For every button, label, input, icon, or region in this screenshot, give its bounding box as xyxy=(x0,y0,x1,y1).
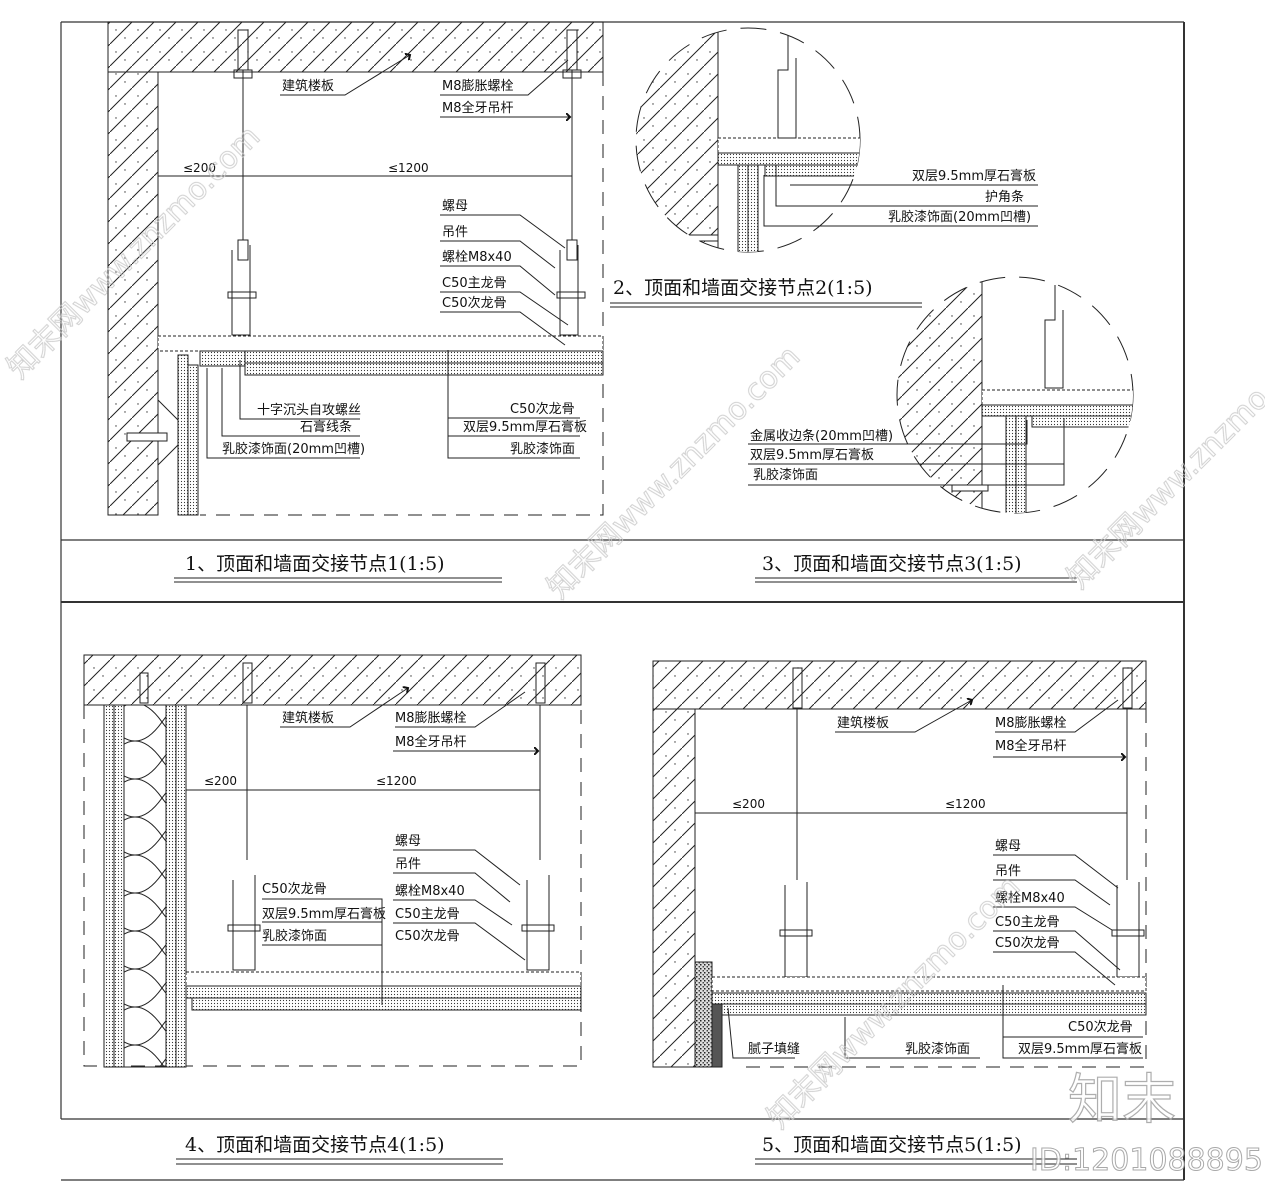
label-bolt-m8x40: 螺栓M8x40 xyxy=(442,250,512,265)
label-hanger-clip: 吊件 xyxy=(995,864,1021,879)
label-m8-expansion-bolt: M8膨胀螺栓 xyxy=(395,711,467,726)
watermark-site: 知末网www.znzmo.com xyxy=(1061,329,1265,595)
dim-1200: ≤1200 xyxy=(376,774,417,788)
label-c50-main-keel: C50主龙骨 xyxy=(995,915,1060,930)
label-c50-secondary-keel: C50次龙骨 xyxy=(442,295,507,311)
detail-2: 双层9.5mm厚石膏板 护角条 乳胶漆饰面(20mm凹槽) 2、顶面和墙面交接节… xyxy=(610,27,1038,308)
label-building-slab: 建筑楼板 xyxy=(282,710,334,726)
label-c50-main-keel: C50主龙骨 xyxy=(442,276,507,291)
label-c50-secondary-keel-2: C50次龙骨 xyxy=(510,401,575,417)
dim-1200: ≤1200 xyxy=(388,161,429,175)
label-hanger-clip: 吊件 xyxy=(442,225,468,240)
label-c50-secondary-keel: C50次龙骨 xyxy=(995,935,1060,951)
label-nut: 螺母 xyxy=(995,839,1021,854)
dim-200: ≤200 xyxy=(204,774,237,788)
detail-1-title: 1、顶面和墙面交接节点1(1:5) xyxy=(185,553,445,575)
detail-2-title: 2、顶面和墙面交接节点2(1:5) xyxy=(613,277,873,299)
label-building-slab: 建筑楼板 xyxy=(837,715,889,731)
label-latex-paint-groove: 乳胶漆饰面(20mm凹槽) xyxy=(222,441,365,457)
label-latex-paint: 乳胶漆饰面 xyxy=(753,467,818,483)
detail-4-title: 4、顶面和墙面交接节点4(1:5) xyxy=(185,1134,445,1156)
label-m8-expansion-bolt: M8膨胀螺栓 xyxy=(442,79,514,94)
detail-1: ≤200 ≤1200 建筑楼板 M8膨胀螺栓 M8全牙吊杆 螺母 吊件 螺栓M8… xyxy=(107,21,604,583)
label-gypsum-molding: 石膏线条 xyxy=(300,419,352,435)
label-latex-paint-groove: 乳胶漆饰面(20mm凹槽) xyxy=(888,209,1031,225)
label-c50-secondary-keel-bottom: C50次龙骨 xyxy=(1068,1019,1133,1035)
label-c50-main-keel: C50主龙骨 xyxy=(395,907,460,922)
bottom-left-labels: 十字沉头自攻螺丝 石膏线条 乳胶漆饰面(20mm凹槽) xyxy=(206,360,365,459)
label-m8-threaded-rod: M8全牙吊杆 xyxy=(395,734,467,750)
label-putty-fill: 腻子填缝 xyxy=(748,1042,800,1057)
detail-5-title: 5、顶面和墙面交接节点5(1:5) xyxy=(762,1134,1022,1156)
label-m8-expansion-bolt: M8膨胀螺栓 xyxy=(995,716,1067,731)
label-double-gypsum-board: 双层9.5mm厚石膏板 xyxy=(750,447,874,463)
label-hanger-clip: 吊件 xyxy=(395,857,421,872)
label-m8-threaded-rod: M8全牙吊杆 xyxy=(442,100,514,116)
watermark-brand: 知末 xyxy=(1068,1068,1176,1131)
label-c50-secondary-keel: C50次龙骨 xyxy=(395,928,460,944)
detail-4: ≤200 ≤1200 建筑楼板 M8膨胀螺栓 M8全牙吊杆 螺母 吊件 螺栓M8… xyxy=(83,654,582,1165)
detail-5: ≤200 ≤1200 建筑楼板 M8膨胀螺栓 M8全牙吊杆 螺母 吊件 螺栓M8… xyxy=(652,660,1147,1165)
dim-200: ≤200 xyxy=(732,797,765,811)
label-latex-paint: 乳胶漆饰面 xyxy=(510,441,575,457)
label-countersunk-screw: 十字沉头自攻螺丝 xyxy=(257,403,361,418)
label-c50-secondary-keel-left: C50次龙骨 xyxy=(262,881,327,897)
label-latex-paint: 乳胶漆饰面 xyxy=(262,928,327,944)
label-double-gypsum-board: 双层9.5mm厚石膏板 xyxy=(463,419,587,435)
label-metal-edge-strip: 金属收边条(20mm凹槽) xyxy=(750,428,893,444)
label-double-gypsum-board: 双层9.5mm厚石膏板 xyxy=(262,906,386,922)
label-latex-paint: 乳胶漆饰面 xyxy=(905,1041,970,1057)
dim-1200: ≤1200 xyxy=(945,797,986,811)
detail-3: 金属收边条(20mm凹槽) 双层9.5mm厚石膏板 乳胶漆饰面 3、顶面和墙面交… xyxy=(748,276,1134,583)
label-bolt-m8x40: 螺栓M8x40 xyxy=(395,884,465,899)
detail-3-title: 3、顶面和墙面交接节点3(1:5) xyxy=(762,553,1022,575)
label-corner-bead: 护角条 xyxy=(985,189,1024,205)
sheet-frame xyxy=(60,21,1185,1181)
watermark-id: ID:1201088895 xyxy=(1030,1143,1263,1178)
label-nut: 螺母 xyxy=(395,834,421,849)
label-building-slab: 建筑楼板 xyxy=(282,78,334,94)
dim-200: ≤200 xyxy=(183,161,216,175)
label-double-gypsum-board: 双层9.5mm厚石膏板 xyxy=(1018,1041,1142,1057)
label-nut: 螺母 xyxy=(442,199,468,214)
bottom-right-labels: C50次龙骨 双层9.5mm厚石膏板 乳胶漆饰面 xyxy=(447,350,587,459)
hanger-labels: 螺母 吊件 螺栓M8x40 C50主龙骨 C50次龙骨 xyxy=(440,199,569,346)
label-m8-threaded-rod: M8全牙吊杆 xyxy=(995,738,1067,754)
label-double-gypsum-board: 双层9.5mm厚石膏板 xyxy=(912,168,1036,184)
label-bolt-m8x40: 螺栓M8x40 xyxy=(995,891,1065,906)
